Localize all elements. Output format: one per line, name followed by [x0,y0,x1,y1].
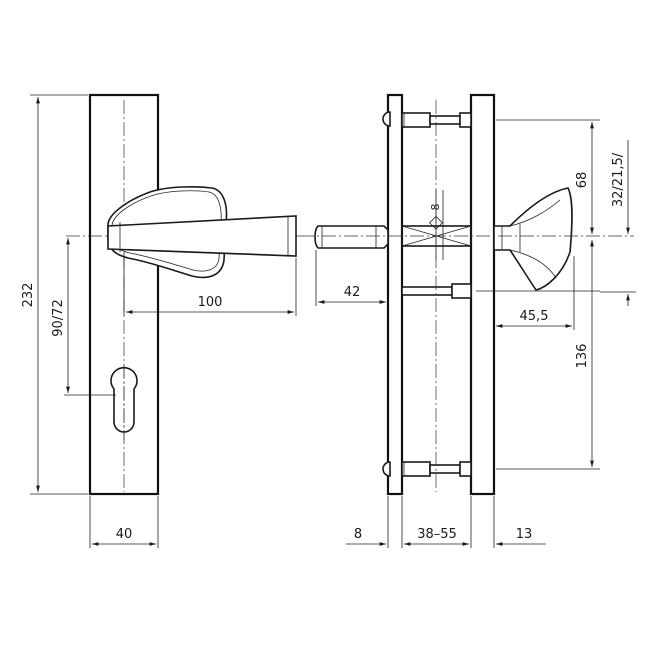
cylinder-keyhole [110,365,138,440]
thickness-dimensions: 8 38–55 13 [346,496,546,548]
top-screw [382,111,472,128]
knob-projection-dimension: 45,5 [476,256,600,330]
spindle-size-label: 8 [429,204,442,211]
handle-distance-label: 90/72 [51,299,66,336]
bottom-screw [382,461,472,477]
side-view: 8 42 68 [300,93,636,548]
plate-thickness-label: 8 [354,527,362,542]
rose-height-dimension: 68 [496,119,600,234]
plate-height-dimension: 232 [21,94,88,495]
rose-offset-label: 32/21,5/ [611,152,626,207]
lever-side-profile [314,225,389,249]
front-plate-side [386,93,404,496]
spindle-projection-dimension: 42 [315,250,386,306]
back-plate-side [469,93,496,496]
knob-side-profile [493,187,573,291]
screw-spacing-label: 136 [575,344,590,369]
rose-offset-dimension: 32/21,5/ [600,140,636,306]
plate-width-label: 40 [116,527,133,542]
knob-projection-label: 45,5 [520,309,549,324]
door-thickness-label: 38–55 [417,527,457,542]
lever-handle [107,186,297,279]
spindle-projection-label: 42 [344,285,361,300]
plate-height-label: 232 [21,283,36,308]
escutcheon-plate [88,93,160,496]
back-plate-thickness-label: 13 [516,527,533,542]
screw-spacing-dimension: 136 [496,240,600,470]
square-spindle: 8 [401,190,472,260]
lever-length-label: 100 [198,295,223,310]
middle-screw [401,283,472,299]
front-view: 232 90/72 100 40 [21,93,300,548]
plate-width-dimension: 40 [89,496,159,548]
rose-height-label: 68 [575,172,590,189]
lever-length-dimension: 100 [123,252,297,316]
handle-distance-dimension: 90/72 [51,238,116,396]
